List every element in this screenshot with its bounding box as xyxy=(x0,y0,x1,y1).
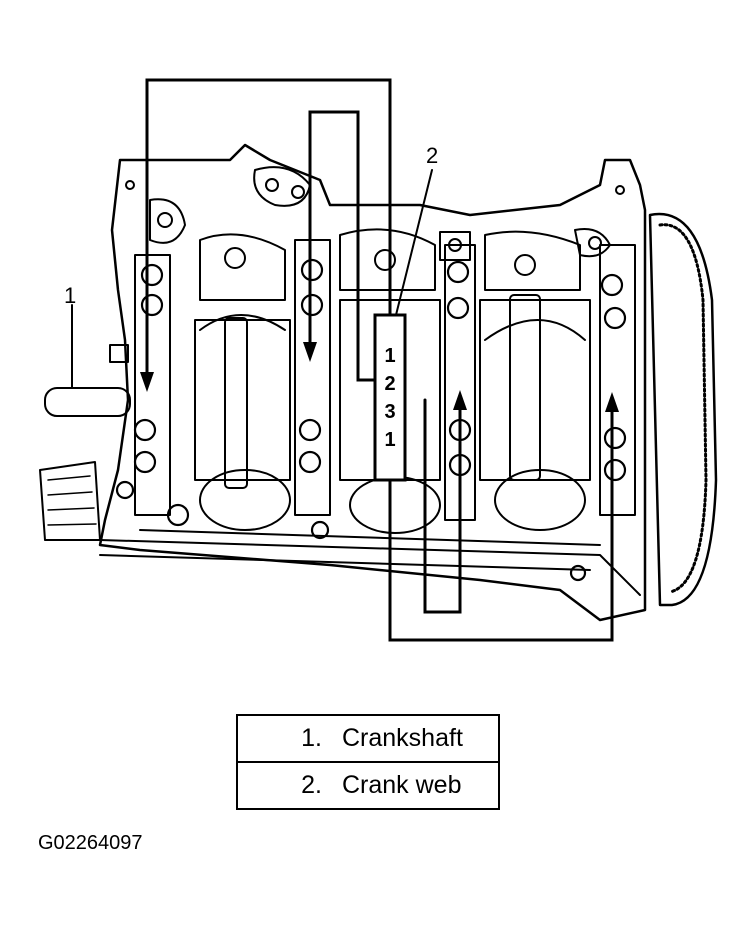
upper-block-detail xyxy=(125,166,625,261)
legend-number: 1. xyxy=(301,724,322,752)
legend-label: Crank web xyxy=(342,771,462,799)
sequence-number: 1 xyxy=(384,345,395,367)
arrow-down-icon xyxy=(140,372,154,392)
engine-block-outline xyxy=(98,143,647,622)
frame-lower-right xyxy=(423,398,462,614)
legend-row: 2. Crank web xyxy=(238,761,498,808)
callout-leaders xyxy=(71,169,433,389)
figure-id: G02264097 xyxy=(38,832,143,854)
legend-row: 1. Crankshaft xyxy=(238,716,498,761)
frame-inner-left xyxy=(308,110,377,382)
crank-webs xyxy=(194,228,591,534)
legend-number: 2. xyxy=(301,771,322,799)
engine-block-illustration: 1 2 3 1 xyxy=(39,78,718,642)
callout-1: 1 xyxy=(64,283,77,308)
sequence-number: 1 xyxy=(384,429,395,451)
legend-table: 1. Crankshaft 2. Crank web xyxy=(236,714,500,810)
legend-label: Crankshaft xyxy=(342,724,463,752)
sequence-number: 3 xyxy=(384,401,395,423)
callout-2: 2 xyxy=(426,143,439,168)
sequence-frames xyxy=(145,78,614,642)
sequence-number: 2 xyxy=(384,373,395,395)
direction-arrows xyxy=(140,342,619,412)
arrow-up-icon xyxy=(453,390,467,410)
flywheel xyxy=(648,212,718,607)
crank-web-highlight xyxy=(373,313,407,482)
crankshaft-snout xyxy=(39,344,131,541)
bolt-heads xyxy=(115,258,627,582)
bolt-sequence-labels: 1 2 3 1 xyxy=(384,345,395,451)
arrow-up-icon xyxy=(605,392,619,412)
arrow-down-icon xyxy=(303,342,317,362)
